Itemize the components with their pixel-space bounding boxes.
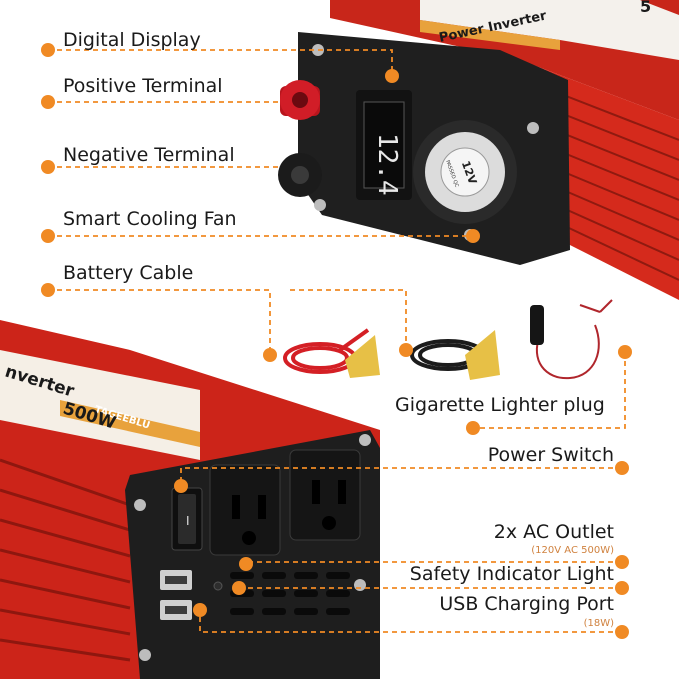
dot-power-switch-end [174,479,188,493]
label-usb-charging-port: USB Charging Port [439,593,614,615]
dot-lighter-plug-end [466,421,480,435]
dot-ac-outlet [615,555,629,569]
dot-power-switch [615,461,629,475]
dot-lighter-plug [618,345,632,359]
dot-smart-cooling-fan [41,229,55,243]
label-negative-terminal: Negative Terminal [63,144,235,166]
label-ac-outlet-spec: (120V AC 500W) [531,545,614,556]
dot-usb-port-end [193,603,207,617]
display-reading: 12.4 [372,133,402,196]
callout-dots [41,43,632,639]
label-ac-outlet: 2x AC Outlet [493,521,614,543]
label-battery-cable: Battery Cable [63,262,194,284]
dot-black-cable [399,343,413,357]
label-usb-charging-spec: (18W) [583,618,614,629]
top-inverter [298,0,679,300]
bottom-inverter [0,320,380,679]
dot-positive-terminal [41,95,55,109]
negative-terminal-post [278,153,322,197]
dot-indicator-light [615,581,629,595]
positive-terminal-post [280,80,320,120]
dot-ac-outlet-end [239,557,253,571]
label-safety-indicator-light: Safety Indicator Light [409,563,614,585]
label-cigarette-lighter-plug: Gigarette Lighter plug [395,394,605,416]
dot-red-cable [263,348,277,362]
label-smart-cooling-fan: Smart Cooling Fan [63,208,237,230]
dot-battery-cable [41,283,55,297]
dot-negative-terminal [41,160,55,174]
dot-indicator-light-end [232,581,246,595]
switch-symbol: I [186,514,190,528]
label-digital-display: Digital Display [63,29,201,51]
dot-fan-end [466,229,480,243]
label-positive-terminal: Positive Terminal [63,75,223,97]
dot-digital-display [41,43,55,57]
dot-usb-port [615,625,629,639]
label-power-switch: Power Switch [487,444,614,466]
dot-digital-display-end [385,69,399,83]
top-right-fragment: 5 [640,0,651,16]
lighter-plug-cable [535,299,613,380]
